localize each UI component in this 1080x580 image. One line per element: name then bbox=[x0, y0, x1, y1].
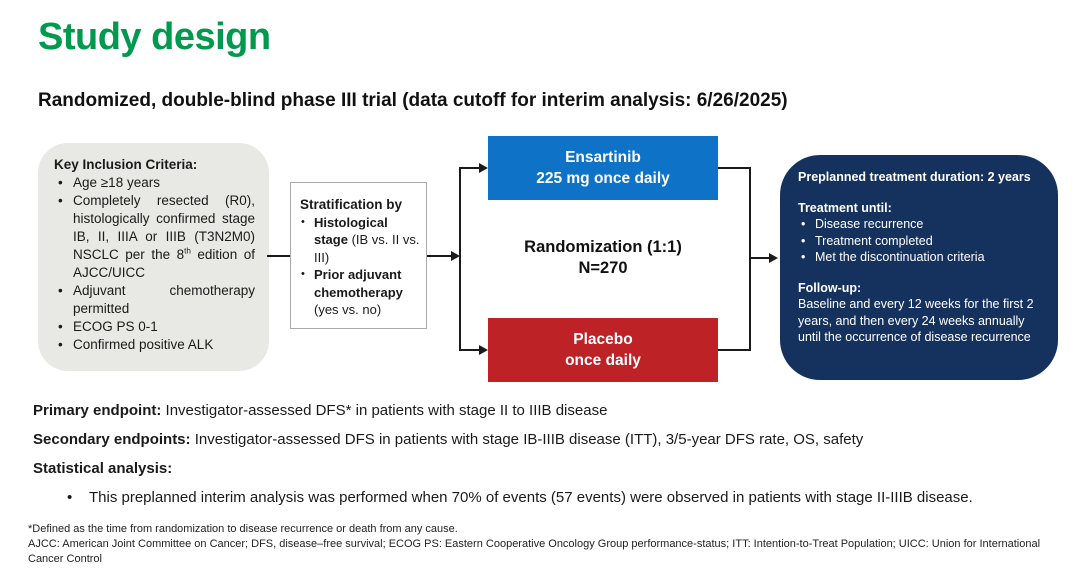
treatment-duration-text: Preplanned treatment duration: 2 years bbox=[798, 170, 1031, 184]
ensartinib-name: Ensartinib bbox=[565, 149, 641, 166]
stratification-list: Histological stage (IB vs. II vs. III) P… bbox=[300, 214, 420, 319]
followup-text: Baseline and every 12 weeks for the firs… bbox=[798, 297, 1034, 344]
connector-line bbox=[427, 255, 451, 257]
connector-line bbox=[718, 167, 751, 169]
spacer bbox=[798, 266, 1044, 280]
until-recurrence: Disease recurrence bbox=[815, 217, 924, 231]
spacer bbox=[798, 186, 1044, 200]
statistical-analysis-text: This preplanned interim analysis was per… bbox=[89, 489, 973, 506]
strat-prior-chemo: Prior adjuvant chemotherapy bbox=[314, 267, 403, 300]
inclusion-alk: Confirmed positive ALK bbox=[73, 337, 214, 352]
list-item: ECOG PS 0-1 bbox=[54, 318, 255, 336]
arrow-right-icon bbox=[451, 251, 460, 261]
statistical-analysis-bullet: • This preplanned interim analysis was pe… bbox=[33, 488, 1058, 507]
list-item: Completely resected (R0), histologically… bbox=[54, 192, 255, 282]
subtitle: Randomized, double-blind phase III trial… bbox=[38, 90, 788, 111]
list-item: Prior adjuvant chemotherapy (yes vs. no) bbox=[300, 266, 420, 319]
treatment-until-list: Disease recurrence Treatment completed M… bbox=[798, 216, 1044, 266]
placebo-name: Placebo bbox=[573, 331, 633, 348]
list-item: Histological stage (IB vs. II vs. III) bbox=[300, 214, 420, 267]
randomization-label: Randomization (1:1) N=270 bbox=[488, 237, 718, 279]
list-item: Disease recurrence bbox=[798, 216, 1044, 233]
secondary-endpoints-label: Secondary endpoints: bbox=[33, 431, 191, 448]
ordinal-superscript: th bbox=[184, 246, 191, 256]
connector-line bbox=[718, 349, 751, 351]
randomization-ratio: Randomization (1:1) bbox=[524, 238, 682, 256]
endpoints-section: Primary endpoint: Investigator-assessed … bbox=[33, 401, 1058, 507]
connector-line bbox=[459, 167, 480, 169]
primary-endpoint-text: Investigator-assessed DFS* in patients w… bbox=[161, 402, 608, 419]
primary-endpoint-line: Primary endpoint: Investigator-assessed … bbox=[33, 401, 1058, 420]
inclusion-chemo: Adjuvant chemotherapy permitted bbox=[73, 283, 255, 316]
list-item: Age ≥18 years bbox=[54, 174, 255, 192]
until-discontinuation: Met the discontinuation criteria bbox=[815, 250, 985, 264]
list-item: Treatment completed bbox=[798, 233, 1044, 250]
secondary-endpoints-line: Secondary endpoints: Investigator-assess… bbox=[33, 430, 1058, 449]
treatment-until-title: Treatment until: bbox=[798, 200, 892, 215]
inclusion-resected-cont: edition of AJCC/UICC bbox=[73, 247, 255, 280]
page-title: Study design bbox=[38, 16, 271, 58]
merge-vertical-line bbox=[749, 167, 751, 351]
stratification-title: Stratification by bbox=[300, 197, 403, 212]
ensartinib-dose: 225 mg once daily bbox=[536, 170, 670, 187]
strat-prior-chemo-levels: (yes vs. no) bbox=[314, 302, 382, 317]
inclusion-criteria-box: Key Inclusion Criteria: Age ≥18 years Co… bbox=[38, 143, 269, 371]
statistical-analysis-label: Statistical analysis: bbox=[33, 460, 173, 477]
placebo-dose: once daily bbox=[565, 352, 641, 369]
inclusion-age: Age ≥18 years bbox=[73, 175, 160, 190]
strat-histological-stage: Histological stage bbox=[314, 214, 388, 248]
inclusion-criteria-list: Age ≥18 years Completely resected (R0), … bbox=[54, 174, 255, 354]
treatment-duration-box: Preplanned treatment duration: 2 years T… bbox=[780, 155, 1058, 380]
strat-histological-levels: (IB vs. II vs. III) bbox=[314, 232, 420, 265]
connector-line bbox=[459, 349, 480, 351]
ensartinib-arm-box: Ensartinib 225 mg once daily bbox=[488, 136, 718, 200]
list-item: Met the discontinuation criteria bbox=[798, 249, 1044, 266]
randomization-n: N=270 bbox=[578, 259, 628, 277]
connector-line bbox=[267, 255, 290, 257]
statistical-analysis-heading: Statistical analysis: bbox=[33, 459, 1058, 478]
list-item: Confirmed positive ALK bbox=[54, 336, 255, 354]
followup-title: Follow-up: bbox=[798, 280, 862, 295]
arrow-right-icon bbox=[479, 345, 488, 355]
footnote-definition: *Defined as the time from randomization … bbox=[28, 523, 458, 535]
arrow-right-icon bbox=[479, 163, 488, 173]
until-completed: Treatment completed bbox=[815, 233, 933, 248]
inclusion-criteria-title: Key Inclusion Criteria: bbox=[54, 157, 198, 172]
footnotes-section: *Defined as the time from randomization … bbox=[28, 522, 1050, 567]
list-item: Adjuvant chemotherapy permitted bbox=[54, 282, 255, 318]
inclusion-ecog: ECOG PS 0-1 bbox=[73, 319, 158, 334]
inclusion-resected: Completely resected (R0), histologically… bbox=[73, 193, 255, 262]
connector-line bbox=[749, 257, 771, 259]
bullet-icon: • bbox=[67, 489, 73, 506]
arrow-right-icon bbox=[769, 253, 778, 263]
secondary-endpoints-text: Investigator-assessed DFS in patients wi… bbox=[190, 431, 864, 448]
stratification-box: Stratification by Histological stage (IB… bbox=[290, 182, 427, 329]
footnote-abbreviations: AJCC: American Joint Committee on Cancer… bbox=[28, 538, 1041, 565]
split-vertical-line bbox=[459, 167, 461, 351]
placebo-arm-box: Placebo once daily bbox=[488, 318, 718, 382]
primary-endpoint-label: Primary endpoint: bbox=[33, 402, 162, 419]
